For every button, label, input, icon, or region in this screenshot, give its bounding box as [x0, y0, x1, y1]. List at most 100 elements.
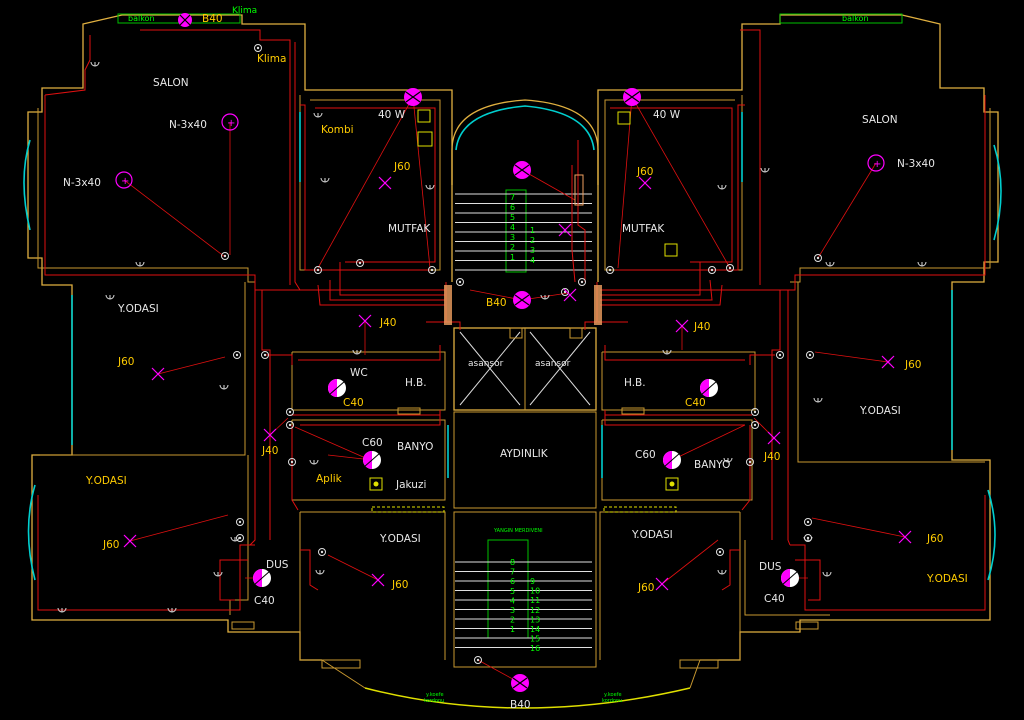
light-switch [236, 518, 244, 526]
appliance-boxes [369, 109, 679, 491]
wall-socket [57, 607, 67, 613]
wall-socket [320, 177, 330, 183]
cross-light-fixture [151, 367, 165, 381]
stair-number: 11 [530, 596, 540, 605]
stair-number: 14 [530, 625, 540, 634]
pendant-light-salon-left-a: + [221, 113, 239, 131]
c40-left-dus-label: C40 [254, 595, 275, 607]
c60-right-label: C60 [635, 449, 656, 461]
stair-number: 2 [510, 616, 515, 625]
yangin-label: YANGIN MERDIVENI [493, 528, 543, 534]
c60-left-label: C60 [362, 437, 383, 449]
light-fixtures: + + + [115, 13, 912, 692]
kombi-label: Kombi [321, 124, 354, 136]
hall-light-b40-mid [513, 291, 531, 309]
c40-left-wc-label: C40 [343, 397, 364, 409]
stair-number: 1 [530, 226, 535, 235]
building-walls [27, 14, 999, 709]
stair-number: 15 [530, 635, 540, 644]
light-switch [428, 266, 436, 274]
ceiling-light-c40-dus-right [781, 569, 799, 587]
light-switch [814, 254, 822, 262]
svg-text:+: + [121, 176, 129, 187]
light-switch [221, 252, 229, 260]
wall-socket [717, 184, 727, 190]
stair-number: 4 [510, 223, 515, 232]
yodasi-center-right-label: Y.ODASI [631, 529, 673, 541]
wall-socket [662, 349, 672, 355]
room-labels: balkon balkon B40 Klima Klima SALON SALO… [63, 6, 968, 711]
light-switch [236, 534, 244, 542]
salon-left-label: SALON [153, 77, 189, 89]
cross-lights [123, 176, 912, 591]
aplik-label: Aplik [316, 473, 343, 485]
40w-right-label: 40 W [653, 109, 681, 121]
stair-number: 7 [510, 568, 515, 577]
40w-left-label: 40 W [378, 109, 406, 121]
elevators [459, 327, 591, 406]
b40-top-label: B40 [202, 13, 223, 25]
wall-socket [813, 397, 823, 403]
light-switch [318, 548, 326, 556]
ykoefe-right-label: y.koefe [604, 692, 622, 698]
j60-left-top-label: J60 [117, 356, 134, 368]
stair-number: 6 [510, 577, 515, 586]
light-switch [716, 548, 724, 556]
wall-socket [760, 167, 770, 173]
c40-right-dus-label: C40 [764, 593, 785, 605]
fluorescent-light-kitchen-right [623, 88, 641, 106]
light-switch [261, 351, 269, 359]
ceiling-light-c40-wc-left [328, 379, 346, 397]
wall-socket [917, 261, 927, 267]
klima-label: Klima [257, 53, 286, 65]
wall-socket [313, 112, 323, 118]
dus-right-label: DUS [759, 561, 782, 573]
cross-light-fixture [638, 176, 652, 190]
mutfak-left-label: MUTFAK [388, 223, 431, 235]
light-switch [708, 266, 716, 274]
n3x40-right-label: N-3x40 [897, 158, 935, 170]
hall-light-b40-bottom [511, 674, 529, 692]
cross-light-fixture [123, 534, 137, 548]
stair-number: 3 [510, 606, 515, 615]
wall-socket [105, 294, 115, 300]
stair-number: 5 [510, 213, 515, 222]
stair-number: 6 [510, 203, 515, 212]
light-switch [578, 278, 586, 286]
wc-label: WC [350, 367, 368, 379]
salon-right-label: SALON [862, 114, 898, 126]
wall-socket [540, 294, 550, 300]
light-switch [804, 534, 812, 542]
svg-text:+: + [873, 159, 881, 170]
wall-socket [135, 261, 145, 267]
light-switch [751, 408, 759, 416]
j60-center-right-label: J60 [637, 582, 654, 594]
j60-left-bottom-label: J60 [102, 539, 119, 551]
light-switch [474, 656, 482, 664]
stair-number: 3 [510, 233, 515, 242]
stair-number: 16 [530, 644, 540, 653]
ykoefe-left-label: y.koefe [426, 692, 444, 698]
wall-socket [825, 261, 835, 267]
light-switch [806, 351, 814, 359]
cross-light-fixture [881, 355, 895, 369]
ykoefe-right2-label: kordonu [602, 698, 622, 704]
light-switch [456, 278, 464, 286]
ceiling-light-b40-top [178, 13, 192, 27]
electrical-wiring [37, 29, 986, 684]
ceiling-light-c60-right [663, 451, 681, 469]
yodasi-left-bottom-label: Y.ODASI [85, 475, 127, 487]
hb-right-label: H.B. [624, 377, 646, 389]
j60-center-left-label: J60 [391, 579, 408, 591]
hb-left-label: H.B. [405, 377, 427, 389]
wall-socket [230, 536, 240, 542]
cross-light-fixture [563, 288, 577, 302]
j40-left-a-label: J40 [379, 317, 396, 329]
stair-number: 1 [510, 625, 515, 634]
light-switch [746, 458, 754, 466]
ceiling-light-c40-wc-right [700, 379, 718, 397]
light-switch [606, 266, 614, 274]
stair-number: 4 [510, 596, 515, 605]
